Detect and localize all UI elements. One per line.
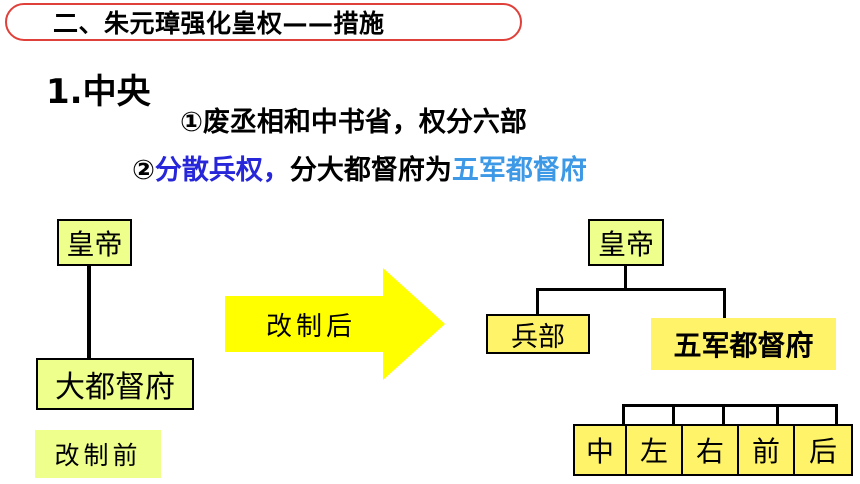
army-label-rear: 后 [808, 435, 837, 468]
point-two: ②分散兵权，分大都督府为五军都督府 [132, 148, 587, 187]
after-branch-line [536, 288, 726, 291]
sub-drop-3 [722, 404, 725, 426]
sub-drop-4 [776, 404, 779, 426]
sub-branch-bar [622, 404, 838, 407]
arrow-label: 改制后 [266, 312, 357, 342]
sub-drop-5 [835, 404, 838, 426]
army-box-right: 右 [681, 424, 739, 476]
army-box-center: 中 [573, 424, 627, 476]
point-two-middle: 分大都督府为 [289, 155, 452, 186]
army-box-rear: 后 [793, 424, 853, 476]
army-label-right: 右 [695, 435, 724, 468]
five-armies-row: 中 左 右 前 后 [573, 424, 857, 476]
after-emperor-box: 皇帝 [588, 219, 664, 266]
point-two-lightblue: 五军都督府 [451, 155, 587, 186]
after-emperor-label: 皇帝 [597, 227, 654, 261]
army-label-front: 前 [751, 435, 780, 468]
before-office-box: 大都督府 [36, 358, 194, 410]
before-connector-line [87, 266, 91, 360]
army-label-center: 中 [585, 435, 614, 468]
section-title: 二、朱元璋强化皇权——措施 [5, 3, 522, 41]
army-box-front: 前 [737, 424, 795, 476]
point-two-prefix: ② [132, 155, 155, 186]
before-emperor-box: 皇帝 [57, 219, 132, 266]
after-ministry-label: 兵部 [511, 321, 565, 353]
after-right-drop-line [723, 288, 726, 318]
heading-central: 1.中央 [46, 72, 151, 112]
after-ministry-box: 兵部 [486, 314, 590, 354]
army-box-left: 左 [625, 424, 683, 476]
sub-drop-2 [672, 404, 675, 426]
after-office-label: 五军都督府 [673, 329, 814, 362]
before-emperor-label: 皇帝 [66, 227, 123, 261]
before-caption: 改制前 [35, 430, 161, 478]
before-office-label: 大都督府 [55, 370, 175, 405]
point-two-blue: 分散兵权， [154, 155, 290, 186]
after-office-box: 五军都督府 [651, 318, 836, 370]
after-stem-line [624, 266, 627, 290]
section-title-text: 二、朱元璋强化皇权——措施 [53, 9, 385, 38]
before-caption-text: 改制前 [54, 441, 142, 470]
point-one: ①废丞相和中书省，权分六部 [180, 107, 527, 138]
reform-arrow-icon [225, 268, 445, 380]
sub-drop-1 [622, 404, 625, 426]
after-left-drop-line [536, 288, 539, 314]
army-label-left: 左 [639, 435, 668, 468]
